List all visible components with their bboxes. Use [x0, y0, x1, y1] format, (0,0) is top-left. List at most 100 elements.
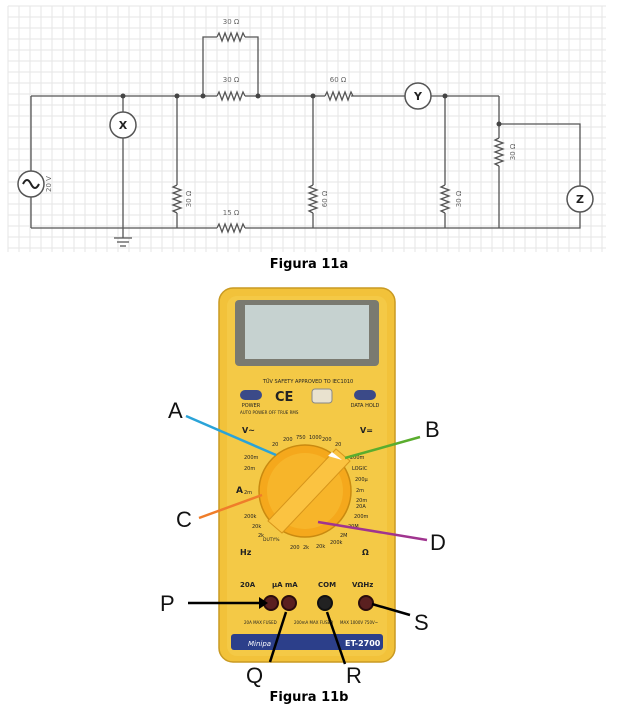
- label-series-top: 60 Ω: [330, 76, 347, 84]
- v-dc-label: V=: [360, 426, 373, 435]
- ohm-label: Ω: [362, 548, 369, 557]
- fuse-label-ma: 200mA MAX FUSED: [294, 620, 333, 625]
- dial-mark-bottom-1: 200: [290, 545, 300, 551]
- meter-x: X: [109, 111, 137, 139]
- resistor-top-parallel-lower: [216, 90, 246, 102]
- jack-vohz[interactable]: [358, 595, 374, 611]
- label-middle-vertical: 60 Ω: [321, 190, 329, 207]
- callout-b-label: B: [425, 417, 440, 442]
- callouts: A B C D P Q R S: [160, 398, 446, 688]
- resistor-middle-vertical: [307, 184, 319, 214]
- label-top-parallel-lower: 30 Ω: [223, 76, 240, 84]
- circuit-diagram: 30 Ω 30 Ω 60 Ω 15 Ω 30 Ω 60 Ω 30 Ω 30 Ω …: [7, 5, 606, 252]
- dial-mark-bottom-2: 2k: [303, 545, 309, 551]
- resistor-right-vertical: [439, 184, 451, 214]
- jack-ua-ma[interactable]: [281, 595, 297, 611]
- duty-label: DUTY%: [263, 537, 280, 543]
- multimeter: TÜV SAFETY APPROVED TO IEC1010 POWER AUT…: [160, 287, 446, 688]
- callout-q-label: Q: [246, 663, 263, 688]
- resistors: [171, 31, 505, 234]
- fuse-label-20a: 20A MAX FUSED: [244, 620, 277, 625]
- label-far-right-vertical: 30 Ω: [509, 143, 517, 160]
- dial-mark-top-2: 200: [283, 437, 293, 443]
- resistor-top-parallel-upper: [216, 31, 246, 43]
- jack-com[interactable]: [317, 595, 333, 611]
- sine-wave-icon: [22, 179, 40, 189]
- certification-icon: [311, 388, 333, 404]
- amp-label: A: [236, 486, 243, 496]
- ac-source: 20 V: [17, 170, 53, 198]
- ce-mark-icon: CE: [275, 390, 293, 405]
- dial-mark-top-5: 200: [322, 437, 332, 443]
- resistor-left-vertical: [171, 184, 183, 214]
- dial-mark-left-3: 2m: [244, 490, 252, 496]
- brand-strip: [231, 634, 383, 650]
- resistor-far-right-vertical: [493, 137, 505, 167]
- dial-pointer-tip-icon: [328, 452, 342, 460]
- dial-mark-right-5: 20A: [356, 504, 366, 510]
- dial-mark-left-2: 20m: [244, 466, 255, 472]
- jack-label-20a: 20A: [240, 581, 256, 589]
- label-left-vertical: 30 Ω: [185, 190, 193, 207]
- data-hold-label: DATA HOLD: [351, 403, 380, 409]
- safety-text: TÜV SAFETY APPROVED TO IEC1010: [262, 378, 353, 385]
- rotary-dial[interactable]: [258, 444, 352, 538]
- dial-mark-top-3: 750: [296, 435, 306, 441]
- resistor-series-top: [324, 90, 354, 102]
- meter-y: Y: [404, 82, 432, 110]
- callout-p-label: P: [160, 591, 175, 616]
- dial-mark-right-4: 20m: [356, 498, 367, 504]
- data-hold-button[interactable]: [354, 390, 376, 400]
- label-bottom-series: 15 Ω: [223, 209, 240, 217]
- dial-mark-top-4: 1000: [309, 435, 322, 441]
- power-label: POWER: [242, 403, 261, 409]
- lcd-screen: [245, 305, 369, 359]
- callout-a-arrow: [185, 414, 277, 457]
- meter-x-label: X: [119, 119, 128, 132]
- jack-label-ua-ma: μA mA: [272, 581, 298, 589]
- dial-mark-right-1: 200m: [350, 455, 365, 461]
- dial-mark-right-9: 200k: [330, 540, 343, 546]
- callout-d-label: D: [430, 530, 446, 555]
- power-button[interactable]: [240, 390, 262, 400]
- callout-c-arrow: [198, 493, 263, 520]
- v-ac-label: V~: [242, 426, 255, 435]
- dial-mark-right-6: 200m: [354, 514, 369, 520]
- jack-label-vohz: VΩHz: [352, 581, 373, 589]
- figure-11a-caption: Figura 11a: [269, 257, 349, 272]
- callout-b-arrow: [344, 435, 421, 460]
- fuse-label-voltage: MAX 1000V 750V~: [340, 620, 378, 625]
- callout-p-arrowhead-icon: [259, 597, 268, 609]
- resistor-labels: 30 Ω 30 Ω 60 Ω 15 Ω 30 Ω 60 Ω 30 Ω 30 Ω: [185, 18, 517, 217]
- circuit-wires: [30, 36, 581, 247]
- callout-r-label: R: [346, 663, 362, 688]
- junction-nodes: [120, 93, 502, 127]
- dial-mark-bottom-3: 20k: [316, 544, 325, 550]
- dial-mark-left-5: 20k: [252, 524, 261, 530]
- callout-s-label: S: [414, 610, 429, 635]
- callout-q-arrow: [268, 611, 288, 663]
- dial-mark-top-6: 20: [335, 442, 341, 448]
- dial-mark-left-1: 200m: [244, 455, 259, 461]
- auto-power-label: AUTO POWER OFF TRUE RMS: [240, 410, 299, 415]
- dial-mark-top-1: 20: [272, 442, 278, 448]
- label-right-vertical: 30 Ω: [455, 190, 463, 207]
- hz-label: Hz: [240, 548, 252, 557]
- meter-z-label: Z: [576, 193, 584, 206]
- source-voltage-label: 20 V: [45, 176, 53, 192]
- resistor-bottom-series: [216, 222, 246, 234]
- circuit-grid: [7, 5, 606, 252]
- callout-r-arrow: [325, 611, 347, 665]
- meter-z: Z: [566, 185, 594, 213]
- dial-mark-right-2: 200μ: [355, 477, 369, 483]
- meter-y-label: Y: [413, 90, 423, 103]
- callout-c-label: C: [176, 507, 192, 532]
- figure-11b-caption: Figura 11b: [269, 690, 349, 705]
- dial-mark-right-3: 2m: [356, 488, 364, 494]
- model-label: ET-2700: [345, 639, 381, 648]
- callout-a-label: A: [168, 398, 183, 423]
- input-jacks: 20A μA mA COM VΩHz 20A MAX FUSED 200mA M…: [240, 581, 378, 625]
- jack-label-com: COM: [318, 581, 336, 589]
- dial-mark-right-8: 2M: [340, 533, 348, 539]
